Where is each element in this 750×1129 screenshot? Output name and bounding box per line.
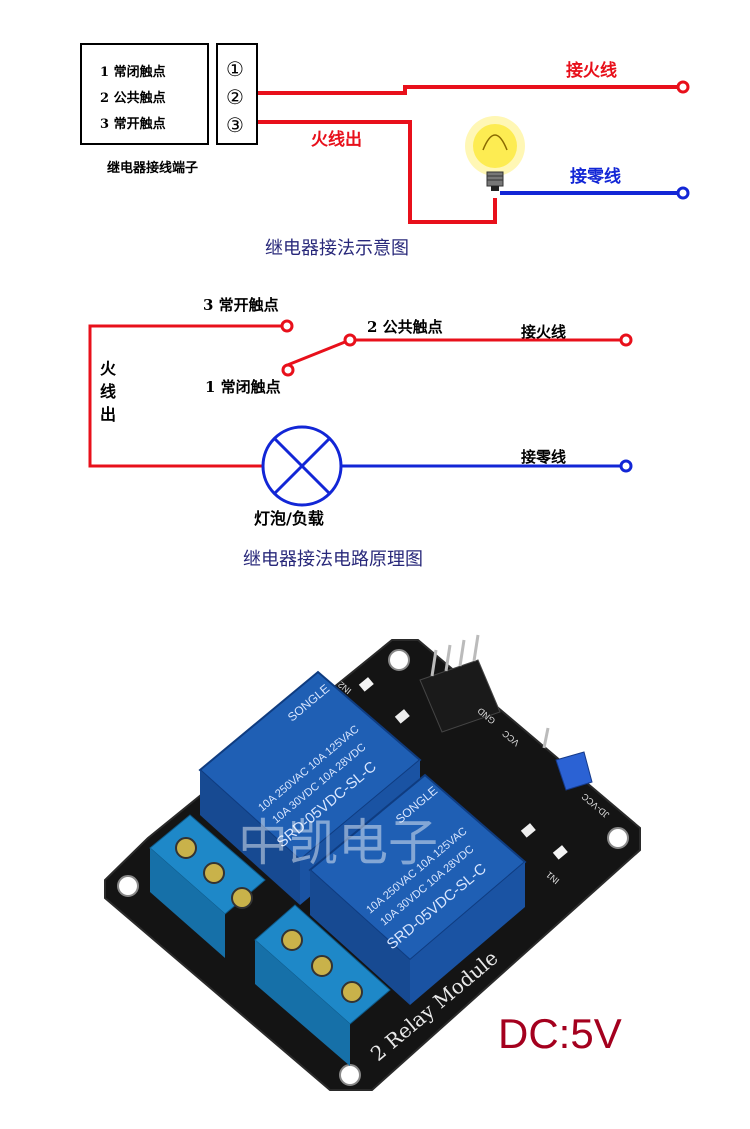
live-out-char-2: 线 — [100, 382, 116, 401]
terminal-caption: 继电器接线端子 — [107, 160, 198, 176]
live-out-char-1: 火 — [100, 359, 117, 378]
mount-hole — [117, 875, 139, 897]
terminal-legend-line-2: 2 公共触点 — [100, 90, 166, 106]
diagram1-title: 继电器接法示意图 — [265, 238, 409, 259]
switch-arm — [284, 340, 346, 368]
mount-hole — [388, 649, 410, 671]
led-indicator — [552, 845, 568, 860]
neutral-terminal — [676, 186, 690, 200]
screw-terminals — [149, 814, 391, 1066]
terminal-symbol-2: ② — [226, 85, 244, 109]
terminal-number-box — [216, 43, 258, 145]
lamp-symbol-icon — [261, 425, 343, 507]
screw — [341, 981, 363, 1003]
relay-circuit-diagram: 3 常开触点 2 公共触点 1 常闭触点 接火线 接零线 火 线 出 灯泡/负载… — [88, 296, 633, 570]
no-contact-label: 3 常开触点 — [203, 296, 279, 314]
terminal-legend-box — [80, 43, 209, 145]
screw — [175, 837, 197, 859]
led-indicator — [520, 823, 536, 838]
nc-contact-terminal — [281, 363, 295, 377]
screw — [311, 955, 333, 977]
terminal-symbol-3: ③ — [226, 113, 244, 137]
live-in-label: 接火线 — [566, 60, 617, 81]
mount-hole — [607, 827, 629, 849]
live-out-label: 火线出 — [311, 129, 362, 150]
no-contact-terminal — [280, 319, 294, 333]
relay-2: SONGLE 10A 250VAC 10A 125VAC 10A 30VDC 1… — [308, 773, 527, 1005]
load-label: 灯泡/负载 — [254, 509, 324, 528]
live-in-terminal — [676, 80, 690, 94]
live-in-label-2: 接火线 — [521, 323, 566, 341]
voltage-label: DC:5V — [498, 1010, 622, 1057]
lightbulb-icon — [465, 116, 525, 191]
relay-module-illustration: SONGLE 10A 250VAC 10A 125VAC 10A 30VDC 1… — [104, 634, 641, 1091]
live-out-wire-2 — [88, 324, 284, 468]
led-indicator — [358, 677, 374, 692]
terminal-symbol-1: ① — [226, 57, 244, 81]
live-in-wire — [258, 85, 682, 95]
neutral-terminal-2 — [619, 459, 633, 473]
common-contact-label: 2 公共触点 — [367, 318, 443, 336]
terminal-legend-line-1: 1 常闭触点 — [100, 64, 166, 80]
live-in-terminal-2 — [619, 333, 633, 347]
neutral-label-2: 接零线 — [521, 448, 566, 466]
live-out-char-3: 出 — [100, 405, 116, 424]
mount-hole — [339, 1064, 361, 1086]
screw — [281, 929, 303, 951]
nc-contact-label: 1 常闭触点 — [205, 378, 281, 396]
terminal-legend-line-3: 3 常开触点 — [100, 116, 166, 132]
header-pins — [419, 634, 501, 733]
screw — [203, 862, 225, 884]
neutral-label: 接零线 — [570, 166, 621, 187]
common-contact-terminal — [343, 333, 357, 347]
live-out-wire — [258, 120, 497, 224]
screw — [231, 887, 253, 909]
watermark: 中凯电子 — [238, 815, 438, 871]
diagram2-title: 继电器接法电路原理图 — [243, 549, 423, 570]
led-indicator — [394, 709, 410, 724]
jumper — [542, 727, 593, 791]
relay-wiring-diagram: 1 常闭触点 2 公共触点 3 常开触点 ① ② ③ 继电器接线端子 接火线 火… — [80, 43, 690, 259]
